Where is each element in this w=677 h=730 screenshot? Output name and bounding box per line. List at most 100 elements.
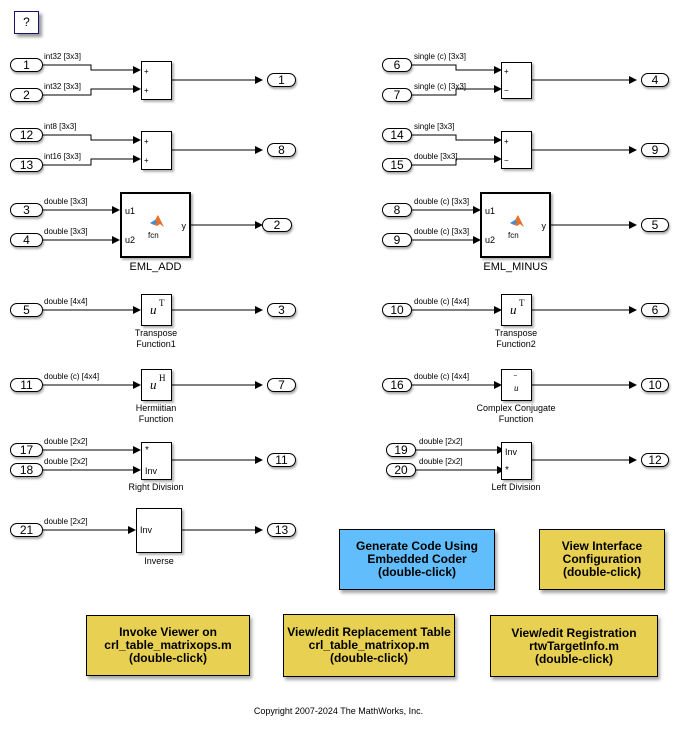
outport-2[interactable]: 2: [262, 218, 292, 232]
eml-add-block[interactable]: u1 u2 y fcn: [120, 192, 191, 258]
line-in12-add2: [43, 134, 141, 144]
superscript-h: H: [159, 373, 166, 383]
inport-3[interactable]: 3: [10, 203, 43, 217]
matlab-logo-icon: [150, 215, 164, 227]
right-division-block[interactable]: * Inv: [141, 442, 172, 480]
fcn-label: fcn: [148, 231, 159, 240]
note-line: (double-click): [562, 565, 641, 579]
port-sign: −: [504, 156, 509, 165]
inport-15[interactable]: 15: [382, 158, 412, 172]
note-line: Embedded Coder: [367, 552, 467, 566]
signal-label: double [3x3]: [414, 152, 458, 161]
add-block-1[interactable]: + +: [141, 61, 172, 100]
inport-2[interactable]: 2: [10, 88, 43, 102]
inverse-block[interactable]: Inv: [136, 508, 182, 553]
inport-19[interactable]: 19: [386, 443, 416, 457]
left-division-block[interactable]: Inv *: [501, 442, 532, 480]
inport-5[interactable]: 5: [10, 303, 43, 317]
superscript-t: T: [519, 298, 525, 308]
signal-label: double (c) [4x4]: [414, 372, 470, 381]
outport-5[interactable]: 5: [641, 218, 669, 232]
note-text: View Interface Configuration (double-cli…: [562, 540, 642, 579]
outport-7[interactable]: 7: [267, 378, 296, 392]
view-registration-button[interactable]: View/edit Registration rtwTargetInfo.m (…: [490, 615, 658, 677]
note-text: View/edit Replacement Table crl_table_ma…: [287, 626, 451, 665]
inport-13[interactable]: 13: [10, 158, 43, 172]
inport-8[interactable]: 8: [382, 203, 412, 217]
copyright-text: Copyright 2007-2024 The MathWorks, Inc.: [253, 706, 424, 716]
port-sign: +: [504, 137, 509, 146]
generate-code-button[interactable]: Generate Code Using Embedded Coder (doub…: [339, 529, 495, 590]
signal-label: double [3x3]: [44, 197, 88, 206]
port-sign: +: [504, 67, 509, 76]
outport-3[interactable]: 3: [267, 303, 296, 317]
outport-9[interactable]: 9: [641, 143, 669, 157]
inport-7[interactable]: 7: [382, 88, 412, 102]
eml-minus-block[interactable]: u1 u2 y fcn: [480, 192, 551, 258]
conjugate-bar: ‾: [514, 375, 517, 384]
note-text: Invoke Viewer on crl_table_matrixops.m (…: [104, 626, 231, 665]
inport-21[interactable]: 21: [10, 523, 43, 537]
inport-1[interactable]: 1: [10, 58, 43, 72]
superscript-t: T: [159, 298, 165, 308]
outport-8[interactable]: 8: [267, 143, 296, 157]
inport-10[interactable]: 10: [382, 303, 412, 317]
block-name-transpose1: Transpose Function1: [116, 328, 196, 350]
u-symbol: u: [514, 383, 519, 393]
transpose-block-2[interactable]: u T: [501, 294, 532, 326]
port-sign: Inv: [145, 466, 158, 476]
signal-label: int16 [3x3]: [44, 152, 81, 161]
signal-label: double (c) [4x4]: [414, 297, 470, 306]
note-line: rtwTargetInfo.m: [529, 638, 619, 653]
block-name-line: Transpose: [494, 328, 538, 338]
inport-16[interactable]: 16: [382, 378, 412, 392]
outport-1[interactable]: 1: [267, 73, 296, 87]
signal-label: int32 [3x3]: [44, 52, 81, 61]
view-interface-config-button[interactable]: View Interface Configuration (double-cli…: [539, 529, 665, 590]
block-name-line: Function1: [136, 339, 176, 349]
complex-conjugate-block[interactable]: ‾ u: [501, 369, 532, 401]
port-sign: +: [144, 156, 149, 165]
signal-label: double [3x3]: [44, 227, 88, 236]
inport-9[interactable]: 9: [382, 233, 412, 247]
invoke-viewer-button[interactable]: Invoke Viewer on crl_table_matrixops.m (…: [86, 615, 250, 676]
port-label-u1: u1: [485, 206, 496, 216]
outport-10[interactable]: 10: [641, 378, 669, 392]
outport-4[interactable]: 4: [641, 73, 669, 87]
subtract-block-2[interactable]: + −: [501, 131, 532, 169]
hermitian-block[interactable]: u H: [141, 369, 172, 401]
note-line: (double-click): [377, 565, 456, 579]
subtract-block-1[interactable]: + −: [501, 62, 532, 99]
inport-12[interactable]: 12: [10, 128, 43, 142]
block-name-line: Complex Conjugate: [476, 403, 556, 413]
inport-14[interactable]: 14: [382, 128, 412, 142]
inport-4[interactable]: 4: [10, 233, 43, 247]
inport-11[interactable]: 11: [10, 378, 43, 392]
transpose-block-1[interactable]: u T: [141, 294, 172, 326]
inport-20[interactable]: 20: [386, 463, 416, 477]
inport-18[interactable]: 18: [10, 463, 43, 477]
line-in15-sub2: [412, 155, 502, 166]
signal-label: double [2x2]: [44, 517, 88, 526]
note-line: (double-click): [534, 651, 613, 666]
block-name-line: Transpose: [134, 328, 178, 338]
inport-6[interactable]: 6: [382, 58, 412, 72]
u-symbol: u: [150, 302, 157, 317]
port-sign: Inv: [505, 447, 518, 457]
view-replacement-table-button[interactable]: View/edit Replacement Table crl_table_ma…: [283, 614, 455, 677]
outport-6[interactable]: 6: [641, 303, 669, 317]
note-line: View/edit Replacement Table: [287, 625, 451, 639]
help-button[interactable]: ?: [14, 11, 39, 34]
note-line: View Interface: [561, 539, 643, 553]
signal-label: double [2x2]: [44, 437, 88, 446]
block-name-right-division: Right Division: [128, 482, 184, 492]
inport-17[interactable]: 17: [10, 443, 43, 457]
fcn-label: fcn: [508, 231, 519, 240]
outport-13[interactable]: 13: [267, 523, 296, 537]
add-block-2[interactable]: + +: [141, 131, 172, 170]
outport-12[interactable]: 12: [641, 453, 669, 467]
outport-11[interactable]: 11: [267, 453, 296, 467]
line-in13-add2: [43, 155, 141, 166]
port-sign: +: [144, 86, 149, 95]
